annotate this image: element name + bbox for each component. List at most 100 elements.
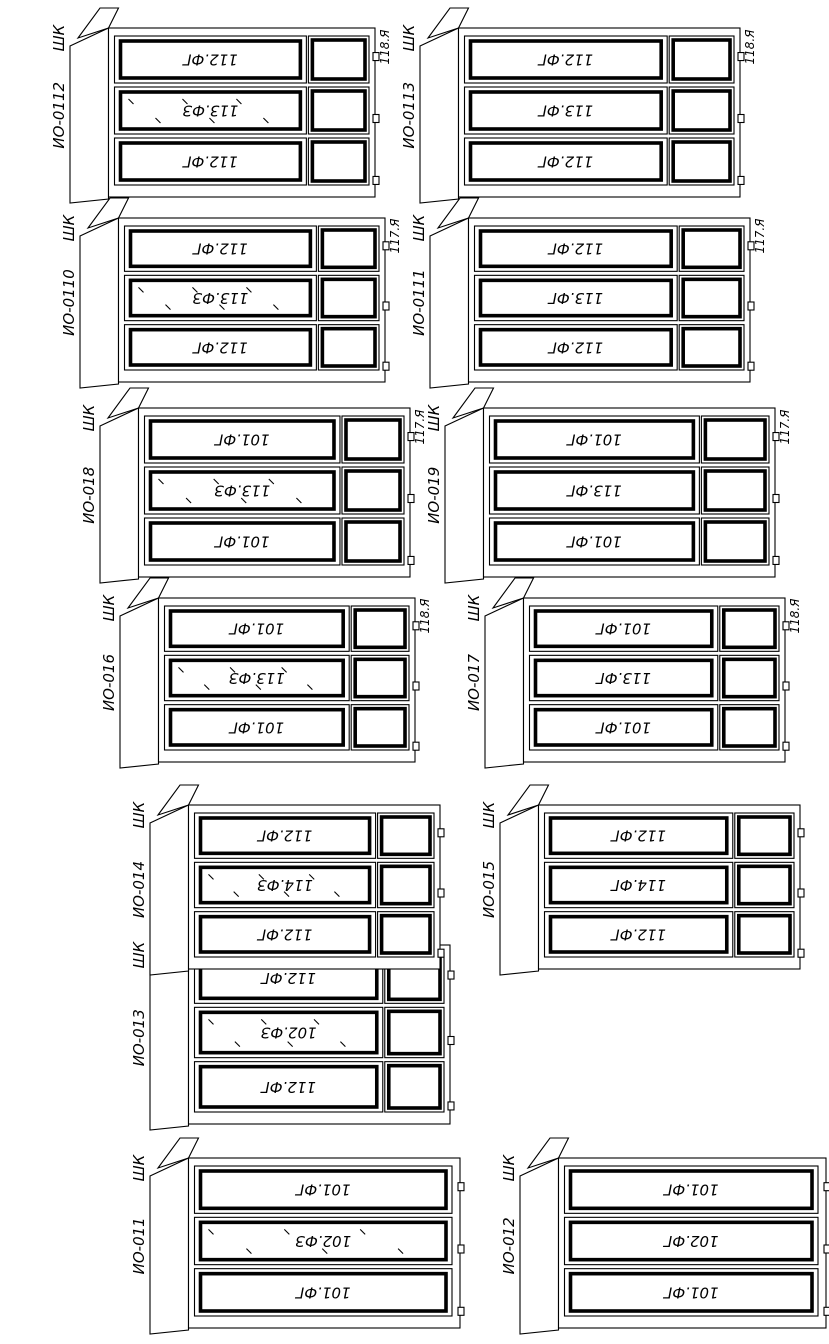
door-panel: [468, 90, 663, 131]
door-panel: [568, 1220, 814, 1262]
cabinet-side-face: [526, 1137, 570, 1170]
door-label: 113.ФЗ: [228, 669, 284, 687]
door-label: 101.ФГ: [565, 533, 621, 551]
cabinet-foot: [737, 175, 745, 185]
door-frame: [113, 137, 307, 186]
side-compartment: [350, 654, 410, 702]
door-label: 113.ФЗ: [192, 289, 248, 307]
glass-hatch: [255, 684, 262, 691]
cabinet-code: ИО-0110: [60, 269, 78, 336]
cabinet-foot: [412, 741, 420, 751]
door-frame: [543, 812, 734, 859]
door-panel: [118, 39, 303, 80]
side-compartment-inner: [310, 140, 367, 183]
door-frame: [528, 704, 719, 751]
door-label: 112.ФГ: [547, 338, 603, 356]
door-frame: [463, 35, 668, 84]
side-compartment: [668, 86, 735, 135]
door-frame: [123, 225, 317, 272]
cabinet-foot: [797, 948, 805, 958]
cabinet-side-face: [76, 7, 120, 40]
cabinet-top-face: [519, 1157, 560, 1335]
door-frame: [473, 274, 678, 322]
door-panel: [548, 865, 729, 905]
side-compartment-inner: [344, 469, 402, 512]
side-compartment-inner: [721, 657, 777, 699]
cabinet-front: [537, 804, 801, 970]
door-label: 113.ФЗ: [214, 482, 270, 500]
glass-hatch: [308, 873, 315, 880]
glass-hatch: [340, 1041, 346, 1048]
cabinet-top-face: [119, 597, 160, 769]
cabinet-front: [467, 217, 751, 383]
cabinet-foot: [772, 431, 780, 442]
cabinet-foot: [412, 681, 420, 691]
door-panel: [198, 816, 372, 856]
cabinet-foot: [797, 888, 805, 898]
side-compartment-inner: [379, 913, 432, 955]
door-label: 101.ФГ: [228, 718, 284, 736]
cabinet-code: ИО-017: [465, 654, 483, 712]
cabinet-type: ШК: [480, 800, 498, 828]
glass-hatch: [208, 1228, 214, 1235]
side-compartment: [317, 324, 380, 371]
cabinet-foot: [797, 828, 805, 838]
cabinet-foot: [407, 555, 415, 566]
side-compartment-inner: [681, 277, 742, 319]
glass-hatch: [397, 1248, 404, 1255]
side-compartment-inner: [379, 815, 432, 857]
cabinet-side-face: [451, 387, 495, 420]
door-panel: [198, 1010, 379, 1055]
door-frame: [473, 225, 678, 272]
side-compartment-inner: [703, 520, 767, 563]
side-label: 117.Я: [753, 218, 767, 254]
door-frame: [193, 1006, 384, 1059]
cabinet-type: ШК: [130, 1153, 148, 1181]
side-compartment-inner: [353, 608, 407, 650]
cabinet-foot: [823, 1182, 829, 1192]
door-label: 112.ФГ: [181, 153, 237, 171]
door-panel: [198, 865, 372, 905]
side-compartment-inner: [310, 89, 367, 132]
door-frame: [193, 911, 377, 958]
cabinet-type: ШК: [465, 593, 483, 621]
door-frame: [143, 415, 341, 464]
door-label: 112.ФГ: [537, 51, 593, 69]
cabinet-type: ШК: [130, 800, 148, 828]
cabinet-foot: [772, 555, 780, 566]
door-frame: [193, 861, 377, 909]
side-compartment: [384, 1061, 445, 1113]
door-label: 113.ФЗ: [182, 102, 238, 120]
door-frame: [143, 517, 341, 566]
door-panel: [198, 914, 372, 954]
glass-hatch: [192, 286, 198, 293]
cabinet-front: [137, 407, 411, 578]
side-compartment: [719, 605, 780, 652]
glass-hatch: [229, 666, 236, 673]
cabinet-foot: [437, 828, 445, 838]
cabinet-foot: [782, 681, 790, 691]
cabinet-foot: [747, 301, 755, 311]
cabinet-front: [117, 217, 386, 383]
cabinet-side-face: [426, 7, 470, 40]
side-compartment: [734, 911, 795, 958]
door-panel: [533, 658, 714, 698]
side-compartment: [678, 274, 745, 322]
cabinet-foot: [457, 1306, 465, 1316]
door-frame: [473, 324, 678, 371]
door-frame: [193, 1061, 384, 1113]
side-label: 117.Я: [778, 409, 792, 445]
cabinet-type: ШК: [60, 213, 78, 241]
cabinet-front: [187, 804, 441, 970]
cabinet-top-face: [419, 27, 460, 204]
cabinet-top-face: [149, 1157, 190, 1335]
glass-hatch: [334, 891, 340, 898]
glass-hatch: [258, 873, 265, 880]
door-panel: [568, 1169, 814, 1211]
door-label: 101.ФГ: [662, 1283, 718, 1301]
